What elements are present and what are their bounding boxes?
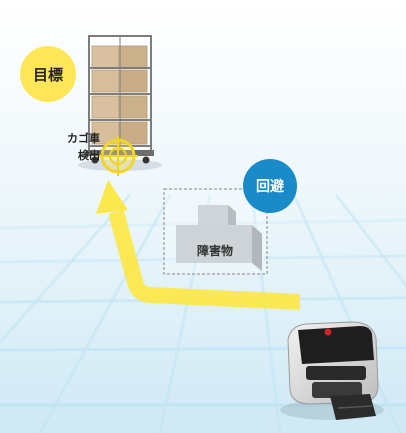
avoidance-badge: 回避 (243, 159, 297, 213)
cart-shadow (78, 159, 162, 171)
robot-indicator (324, 328, 332, 336)
cart-detection-label: カゴ車 検出 (40, 130, 100, 164)
cart-detection-line1: カゴ車 (67, 132, 100, 145)
avoidance-label: 回避 (256, 179, 284, 195)
obstacle-blocks (176, 205, 262, 271)
path-arrow (108, 209, 301, 310)
cart-detection-line2: 検出 (78, 149, 100, 162)
transport-robot (287, 321, 379, 420)
target-badge: 目標 (20, 46, 76, 102)
cardboard-boxes (91, 45, 148, 145)
target-label: 目標 (32, 65, 63, 84)
arrow-head (96, 180, 128, 214)
obstacle-label: 障害物 (196, 244, 233, 258)
crosshair-icon (98, 136, 138, 176)
